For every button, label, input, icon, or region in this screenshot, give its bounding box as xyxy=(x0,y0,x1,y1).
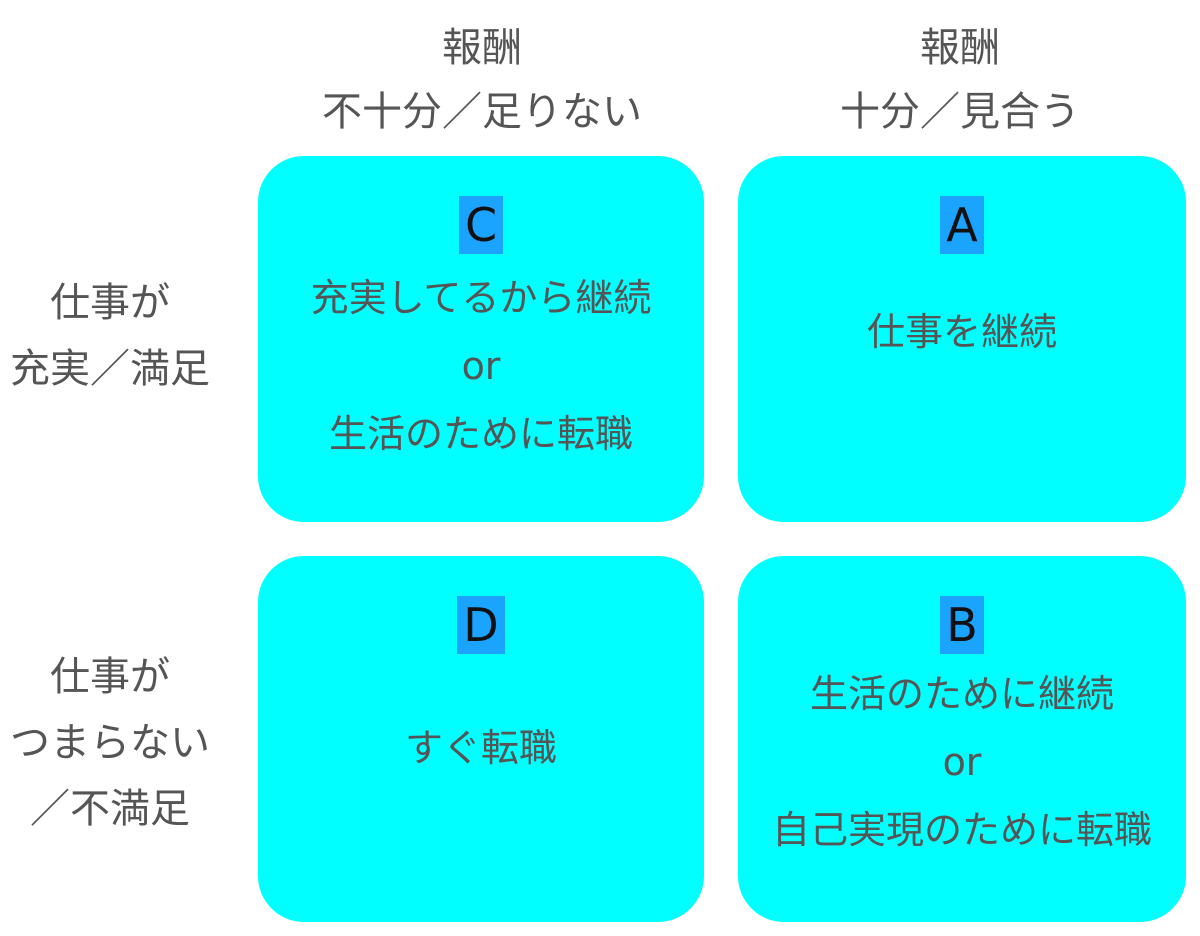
quadrant-letter-badge: D xyxy=(457,596,505,654)
quadrant-c: C 充実してるから継続 or 生活のために転職 xyxy=(258,156,704,522)
quadrant-text-line: 充実してるから継続 xyxy=(310,276,652,320)
quadrant-text: 充実してるから継続 or 生活のために転職 xyxy=(258,264,704,468)
quadrant-text-line: 仕事を継続 xyxy=(866,310,1057,354)
quadrant-text-line: 自己実現のために転職 xyxy=(771,808,1152,852)
quadrant-letter-badge: A xyxy=(940,196,984,254)
column-header-line: 報酬 xyxy=(920,25,1000,71)
quadrant-text-line: すぐ転職 xyxy=(404,726,557,770)
row-header-boring-work: 仕事が つまらない ／不満足 xyxy=(0,644,220,842)
column-header-sufficient-pay: 報酬 十分／見合う xyxy=(740,16,1180,144)
quadrant-a: A 仕事を継続 xyxy=(738,156,1186,522)
quadrant-letter-badge: C xyxy=(458,196,504,254)
quadrant-text-line: 生活のために転職 xyxy=(328,412,633,456)
row-header-line: つまらない xyxy=(10,720,210,766)
row-header-line: 仕事が xyxy=(50,654,170,700)
quadrant-text-line: 生活のために継続 xyxy=(809,672,1114,716)
quadrant-letter-badge: B xyxy=(940,596,984,654)
row-header-line: ／不満足 xyxy=(30,786,190,832)
column-header-line: 不十分／足りない xyxy=(322,89,642,135)
column-header-line: 報酬 xyxy=(442,25,522,71)
row-header-fulfilling-work: 仕事が 充実／満足 xyxy=(0,270,220,402)
column-header-insufficient-pay: 報酬 不十分／足りない xyxy=(262,16,702,144)
row-header-line: 充実／満足 xyxy=(10,346,210,392)
quadrant-d: D すぐ転職 xyxy=(258,556,704,922)
row-header-line: 仕事が xyxy=(50,280,170,326)
column-header-line: 十分／見合う xyxy=(840,89,1080,135)
quadrant-b: B 生活のために継続 or 自己実現のために転職 xyxy=(738,556,1186,922)
quadrant-text: すぐ転職 xyxy=(258,714,704,782)
quadrant-text: 生活のために継続 or 自己実現のために転職 xyxy=(738,660,1186,864)
quadrant-text: 仕事を継続 xyxy=(738,298,1186,366)
quadrant-text-line: or xyxy=(461,344,501,388)
quadrant-text-line: or xyxy=(942,740,982,784)
